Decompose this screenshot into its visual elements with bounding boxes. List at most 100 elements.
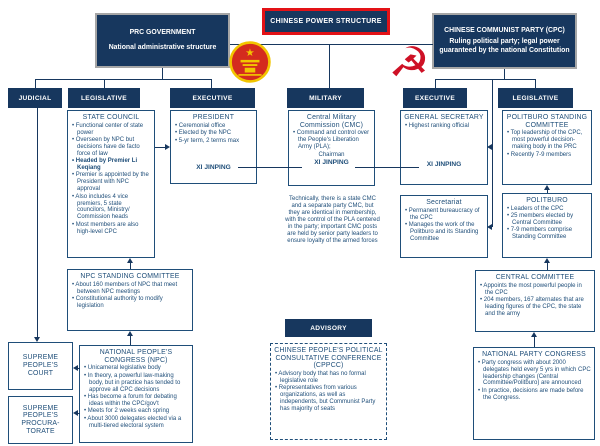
national-party-congress-bullets: • Party congress with about 2000 delegat…: [477, 360, 591, 402]
arrowhead-into-psc: [544, 185, 550, 190]
svg-text:★: ★: [245, 47, 255, 59]
bullet-item: • Command and control over the People's …: [293, 130, 370, 151]
bullet-item: • 7-9 members comprise Standing Committe…: [507, 227, 573, 241]
prc-government-subtitle: National administrative structure: [108, 43, 217, 51]
connector-executive-cpc-drop: [435, 79, 436, 88]
general-secretary-bullets: • Highest ranking official: [404, 123, 484, 130]
npcsc-bullets: • About 160 members of NPC that meet bet…: [71, 282, 189, 310]
connector-legislative-cpc-drop: [535, 79, 536, 88]
bullet-item: • Most members are also high-level CPC: [72, 221, 139, 235]
arrowhead-into-court: [73, 365, 78, 371]
header-executive-cpc-label: EXECUTIVE: [414, 94, 456, 102]
bullet-item: • Representatives from various organizat…: [275, 385, 376, 413]
connector-state-council-president: [155, 147, 166, 148]
header-legislative-cpc-label: LEGISLATIVE: [512, 94, 559, 102]
bullet-item: • Unicameral legislative body: [84, 365, 161, 372]
bullet-item: • Headed by Premier Li Keqiang: [72, 158, 138, 172]
header-judicial-label: JUDICIAL: [18, 94, 52, 102]
connector-top-horizontal: [230, 44, 433, 45]
header-executive-gov-label: EXECUTIVE: [192, 94, 233, 102]
arrowhead-into-politburo: [544, 258, 550, 263]
national-party-congress-box: NATIONAL PARTY CONGRESS • Party congress…: [473, 347, 595, 440]
cpc-title: CHINESE COMMUNIST PARTY (CPC): [444, 26, 565, 34]
politburo-title: POLITBURO: [526, 197, 568, 204]
arrowhead-into-president: [165, 144, 170, 150]
secretariat-title: Secretariat: [426, 199, 462, 206]
psc-title: POLITBURO STANDING COMMITTEE: [506, 114, 588, 129]
arrowhead-into-secretariat: [487, 224, 492, 230]
header-executive-gov: EXECUTIVE: [170, 88, 255, 108]
bullet-item: • Permanent bureaucracy of the CPC: [405, 207, 480, 221]
bullet-item: • Has become a forum for debating ideas …: [84, 394, 177, 407]
bullet-item: • Manages the work of the Politburo and …: [405, 222, 479, 242]
cmc-bullets: • Command and control over the People's …: [292, 130, 371, 151]
connector-npc-procuratorate: [77, 413, 80, 414]
general-secretary-title: GENERAL SECRETARY: [404, 114, 484, 121]
bullet-item: • Highest ranking official: [405, 122, 470, 129]
politburo-bullets: • Leaders of the CPC• 25 members elected…: [506, 206, 588, 241]
hammer-sickle-icon: ☭: [386, 36, 433, 91]
bullet-item: • 204 members, 167 alternates that are l…: [480, 297, 584, 317]
psc-bullets: • Top leadership of the CPC, most powerf…: [506, 130, 588, 158]
npc-box: NATIONAL PEOPLE'S CONGRESS (NPC) • Unica…: [79, 345, 193, 443]
npc-standing-committee-box: NPC STANDING COMMITTEE • About 160 membe…: [67, 269, 193, 331]
bullet-item: • About 3000 delegates elected via a mul…: [84, 415, 182, 429]
connector-executive-gov-drop: [211, 79, 212, 88]
connector-cpc-branch: [435, 79, 535, 80]
bullet-item: • Also includes 4 vice premiers, 5 state…: [72, 193, 130, 221]
connector-prc-stem: [162, 68, 163, 79]
president-box: PRESIDENT • Ceremonial office• Elected b…: [170, 110, 257, 184]
general-secretary-office-holder: XI JINPING: [426, 161, 462, 169]
bullet-item: • Recently 7-9 members: [507, 151, 572, 158]
bullet-item: • Meets for 2 weeks each spring: [84, 408, 170, 415]
connector-npc-npcsc: [130, 336, 131, 345]
npcsc-title: NPC STANDING COMMITTEE: [80, 273, 180, 280]
bullet-item: • Elected by the NPC: [175, 130, 232, 137]
cmc-box: Central Military Commission (CMC) • Comm…: [288, 110, 375, 186]
connector-prc-branch: [35, 79, 211, 80]
secretariat-box: Secretariat • Permanent bureaucracy of t…: [400, 195, 488, 258]
bullet-item: • Ceremonial office: [175, 122, 226, 129]
prc-government-title: PRC GOVERNMENT: [129, 28, 196, 36]
politburo-standing-committee-box: POLITBURO STANDING COMMITTEE • Top leade…: [502, 110, 592, 185]
connector-legislative-gov-drop: [104, 79, 105, 88]
cppcc-bullets: • Advisory body that has no formal legis…: [274, 371, 383, 413]
bullet-item: • Advisory body that has no formal legis…: [275, 371, 366, 385]
cppcc-title: CHINESE PEOPLE'S POLITICAL CONSULTATIVE …: [274, 347, 383, 370]
header-legislative-gov: LEGISLATIVE: [68, 88, 140, 108]
arrowhead-into-state-council: [127, 258, 133, 263]
arrowhead-into-central-committee: [531, 332, 537, 337]
npc-bullets: • Unicameral legislative body• In theory…: [83, 365, 189, 429]
title-banner: CHINESE POWER STRUCTURE: [262, 8, 390, 35]
header-military-label: MILITARY: [309, 94, 342, 102]
connector-npcsc-state-council: [130, 262, 131, 269]
central-committee-title: CENTRAL COMMITTEE: [495, 274, 575, 281]
connector-cc-politburo: [547, 263, 548, 270]
title-banner-text: CHINESE POWER STRUCTURE: [270, 18, 382, 25]
state-council-box: STATE COUNCIL • Functional center of sta…: [67, 110, 155, 258]
president-bullets: • Ceremonial office• Elected by the NPC•…: [174, 123, 253, 145]
header-executive-cpc: EXECUTIVE: [403, 88, 467, 108]
supreme-peoples-procuratorate-title: SUPREME PEOPLE'S PROCURA-TORATE: [21, 404, 60, 435]
bullet-item: • Functional center of state power: [72, 122, 144, 136]
politburo-box: POLITBURO • Leaders of the CPC• 25 membe…: [502, 193, 592, 258]
bullet-item: • In practice, decisions are made before…: [478, 387, 584, 401]
bullet-item: • In theory, a powerful law-making body,…: [84, 372, 181, 393]
cmc-note: Technically, there is a state CMC and a …: [285, 196, 380, 245]
supreme-peoples-court-title: SUPREME PEOPLE'S COURT: [22, 354, 59, 377]
secretariat-bullets: • Permanent bureaucracy of the CPC• Mana…: [404, 208, 484, 243]
cmc-title: Central Military Commission (CMC): [299, 114, 364, 129]
president-office-holder: XI JINPING: [196, 164, 231, 172]
bullet-item: • Premier is appointed by the President …: [72, 172, 149, 193]
arrowhead-into-procuratorate: [73, 410, 78, 416]
national-party-congress-title: NATIONAL PARTY CONGRESS: [482, 351, 586, 358]
header-advisory-label: ADVISORY: [310, 324, 347, 332]
arrowhead-into-supreme-court: [34, 337, 40, 342]
cppcc-box: CHINESE PEOPLE'S POLITICAL CONSULTATIVE …: [270, 343, 387, 440]
bullet-item: • 25 members elected by Central Committe…: [507, 213, 574, 227]
cpc-subtitle: Ruling political party; legal power guar…: [439, 38, 570, 54]
general-secretary-box: GENERAL SECRETARY • Highest ranking offi…: [400, 110, 488, 185]
connector-president-cmc: [238, 167, 302, 168]
connector-npcongress-cc: [534, 337, 535, 347]
